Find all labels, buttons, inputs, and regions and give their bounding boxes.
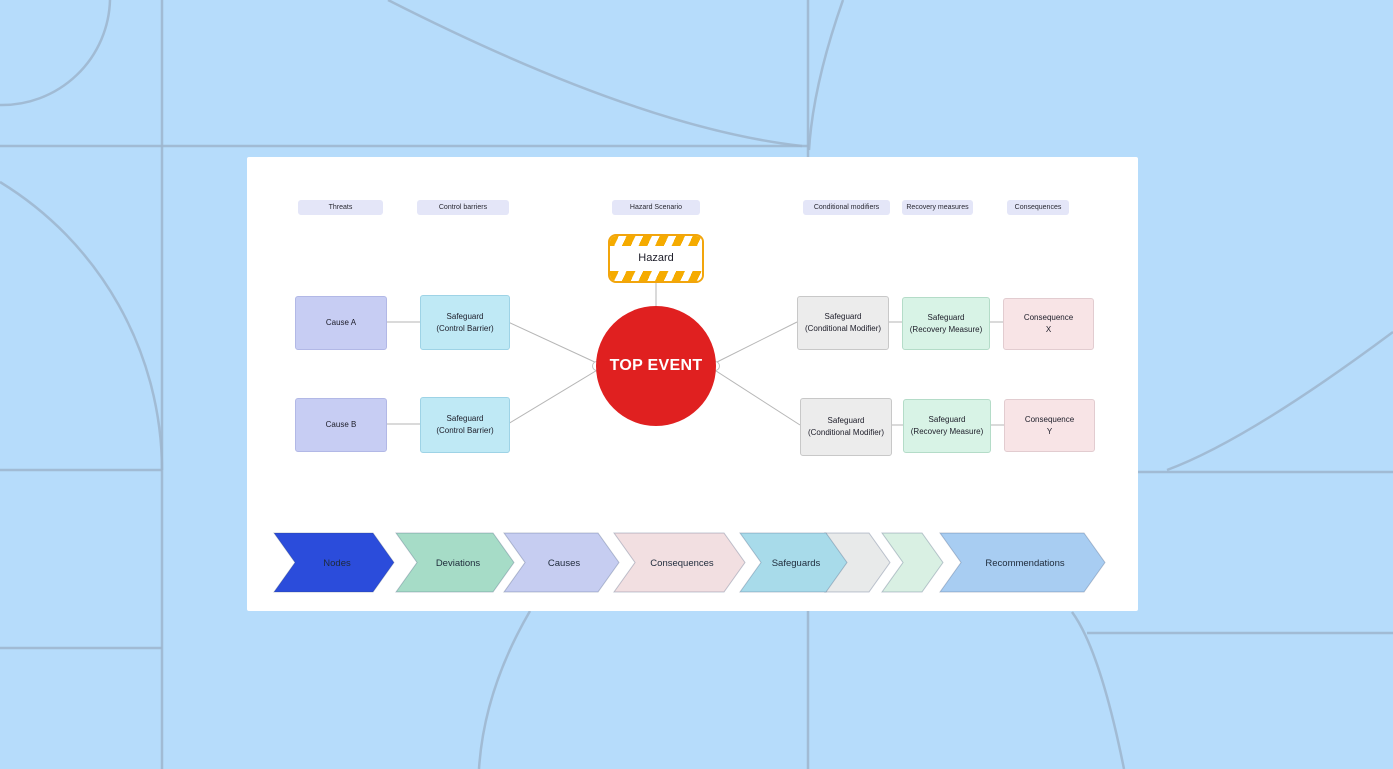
step-nodes-arrow[interactable] bbox=[273, 532, 395, 593]
safeguard-label: Safeguard bbox=[927, 312, 965, 322]
step-recommendations-arrow[interactable] bbox=[939, 532, 1106, 593]
connector-topevent-modifier2 bbox=[712, 368, 801, 426]
consequence-y-node[interactable]: Consequence Y bbox=[1004, 399, 1095, 452]
cause-a-node[interactable]: Cause A bbox=[295, 296, 387, 350]
recovery-measure-sublabel: (Recovery Measure) bbox=[910, 427, 984, 436]
cause-a-label: Cause A bbox=[325, 318, 357, 327]
bg-arc-top-center bbox=[807, 0, 845, 151]
conditional-modifier-sublabel: (Conditional Modifier) bbox=[804, 324, 882, 333]
safeguard-label: Safeguard bbox=[824, 312, 862, 321]
bg-arc-bottom-center bbox=[477, 610, 532, 769]
consequence-y-sublabel: Y bbox=[1046, 426, 1053, 436]
connector-lines bbox=[385, 283, 1004, 426]
step-safeguards-layer2-arrow[interactable] bbox=[881, 532, 944, 593]
safeguard-label: Safeguard bbox=[928, 415, 966, 424]
connector-topevent-modifier1 bbox=[712, 321, 798, 365]
step-consequences-arrow[interactable] bbox=[613, 532, 746, 593]
step-causes-label: Causes bbox=[548, 558, 580, 569]
step-recommendations-label: Recommendations bbox=[985, 558, 1064, 569]
consequence-label: Consequence bbox=[1024, 414, 1075, 424]
hazard-node[interactable]: Hazard bbox=[608, 234, 704, 283]
recovery-measure-node-2[interactable]: Safeguard (Recovery Measure) bbox=[903, 399, 991, 453]
cause-b-label: Cause B bbox=[325, 420, 357, 429]
control-barrier-node-1[interactable]: Safeguard (Control Barrier) bbox=[420, 295, 510, 350]
column-chip-hazard-scenario: Hazard Scenario bbox=[612, 200, 700, 215]
consequence-label: Consequence bbox=[1023, 313, 1074, 322]
conditional-modifier-node-2[interactable]: Safeguard (Conditional Modifier) bbox=[800, 398, 892, 456]
column-chip-threats: Threats bbox=[298, 200, 383, 215]
hazard-stripe-top bbox=[610, 236, 702, 246]
hazard-label: Hazard bbox=[638, 252, 674, 264]
bg-arc-topleft-corner bbox=[0, 0, 112, 107]
top-event-node[interactable]: TOP EVENT bbox=[596, 306, 716, 426]
diagram-card: Nodes Deviations Causes Consequences Saf… bbox=[247, 157, 1138, 611]
conditional-modifier-sublabel: (Conditional Modifier) bbox=[807, 428, 885, 437]
recovery-measure-node-1[interactable]: Safeguard (Recovery Measure) bbox=[902, 297, 990, 350]
step-safeguards-arrow[interactable] bbox=[739, 532, 848, 593]
bg-arc-right bbox=[1166, 330, 1393, 472]
control-barrier-sublabel: (Control Barrier) bbox=[436, 323, 494, 333]
step-safeguards-label: Safeguards bbox=[772, 558, 821, 569]
recovery-measure-sublabel: (Recovery Measure) bbox=[909, 324, 983, 334]
control-barrier-node-2[interactable]: Safeguard (Control Barrier) bbox=[420, 397, 510, 453]
cause-b-node[interactable]: Cause B bbox=[295, 398, 387, 452]
connector-barrier2-topevent bbox=[507, 368, 600, 425]
step-deviations-label: Deviations bbox=[436, 558, 481, 569]
hazard-stripe-bottom bbox=[610, 271, 702, 281]
safeguard-label: Safeguard bbox=[827, 416, 865, 425]
control-barrier-sublabel: (Control Barrier) bbox=[436, 426, 494, 435]
connector-barrier1-topevent bbox=[507, 321, 600, 365]
step-nodes-label: Nodes bbox=[323, 558, 351, 569]
consequence-x-sublabel: X bbox=[1045, 325, 1052, 334]
step-consequences-label: Consequences bbox=[650, 558, 714, 569]
safeguard-label: Safeguard bbox=[446, 311, 484, 321]
column-chip-control-barriers: Control barriers bbox=[417, 200, 509, 215]
step-deviations-arrow[interactable] bbox=[395, 532, 515, 593]
consequence-x-node[interactable]: Consequence X bbox=[1003, 298, 1094, 350]
process-arrow-strip: Nodes Deviations Causes Consequences Saf… bbox=[273, 532, 1106, 593]
safeguard-label: Safeguard bbox=[446, 414, 484, 423]
column-chip-recovery-measures: Recovery measures bbox=[902, 200, 973, 215]
bg-arc-bottomright bbox=[1070, 611, 1126, 769]
bg-arc-left bbox=[0, 180, 164, 471]
diagram-lines-and-arrows: Nodes Deviations Causes Consequences Saf… bbox=[273, 283, 1106, 593]
bg-arc-top-tangent bbox=[387, 0, 803, 148]
step-causes-arrow[interactable] bbox=[503, 532, 620, 593]
column-chip-conditional-modifiers: Conditional modifiers bbox=[803, 200, 890, 215]
column-chip-consequences: Consequences bbox=[1007, 200, 1069, 215]
conditional-modifier-node-1[interactable]: Safeguard (Conditional Modifier) bbox=[797, 296, 889, 350]
top-event-label: TOP EVENT bbox=[609, 357, 703, 374]
